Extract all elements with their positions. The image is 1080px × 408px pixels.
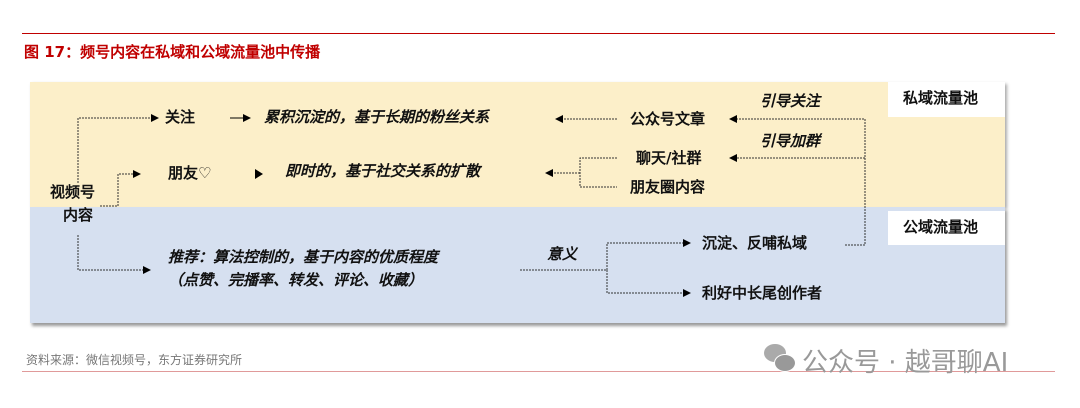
friends-arrow-icon bbox=[255, 169, 263, 179]
feedback-loop-line bbox=[729, 115, 866, 246]
friends-description: 即时的，基于社交关系的扩散 bbox=[285, 162, 481, 180]
follow-description: 累积沉淀的，基于长期的粉丝关系 bbox=[264, 108, 490, 126]
origin-to-follow-line bbox=[77, 114, 159, 183]
bottom-rule bbox=[22, 371, 1055, 372]
origin-node-line2: 内容 bbox=[63, 206, 94, 224]
figure-title: 图 17：频号内容在私域和公域流量池中传播 bbox=[24, 43, 321, 61]
origin-to-recommend-line bbox=[77, 235, 151, 274]
friends-node: 朋友♡ bbox=[168, 164, 212, 182]
follow-node: 关注 bbox=[165, 108, 196, 126]
moments-node: 朋友圈内容 bbox=[630, 178, 706, 196]
feedback-private-node: 沉淀、反哺私域 bbox=[702, 234, 808, 252]
private-pool-area bbox=[30, 82, 1005, 207]
meaning-label: 意义 bbox=[547, 245, 578, 263]
chat-group-node: 聊天/社群 bbox=[636, 149, 702, 167]
meaning-branch-line bbox=[520, 239, 691, 271]
recommend-node-line2: （点赞、完播率、转发、评论、收藏） bbox=[168, 271, 424, 289]
source-note: 资料来源：微信视频号，东方证券研究所 bbox=[26, 353, 243, 367]
origin-to-friends-line bbox=[100, 170, 141, 207]
watermark: 公众号 · 越哥聊AI bbox=[802, 348, 1009, 378]
private-pool-label: 私域流量池 bbox=[903, 89, 979, 107]
origin-node-line1: 视频号 bbox=[50, 183, 96, 201]
benefit-creators-node: 利好中长尾创作者 bbox=[702, 284, 823, 302]
guide-follow-label: 引导关注 bbox=[760, 92, 821, 110]
guide-group-label: 引导加群 bbox=[760, 132, 821, 150]
social-bracket-line bbox=[546, 157, 617, 188]
public-pool-label-box bbox=[888, 211, 1005, 245]
public-pool-label: 公域流量池 bbox=[903, 218, 979, 236]
recommend-node-line1: 推荐：算法控制的，基于内容的优质程度 bbox=[168, 248, 439, 266]
top-rule bbox=[22, 33, 1055, 34]
official-article-node: 公众号文章 bbox=[630, 110, 706, 128]
public-pool-area bbox=[30, 207, 1005, 323]
wechat-icon bbox=[764, 344, 796, 374]
private-pool-label-box bbox=[888, 82, 1005, 117]
meaning-branch-line-2 bbox=[606, 270, 691, 297]
